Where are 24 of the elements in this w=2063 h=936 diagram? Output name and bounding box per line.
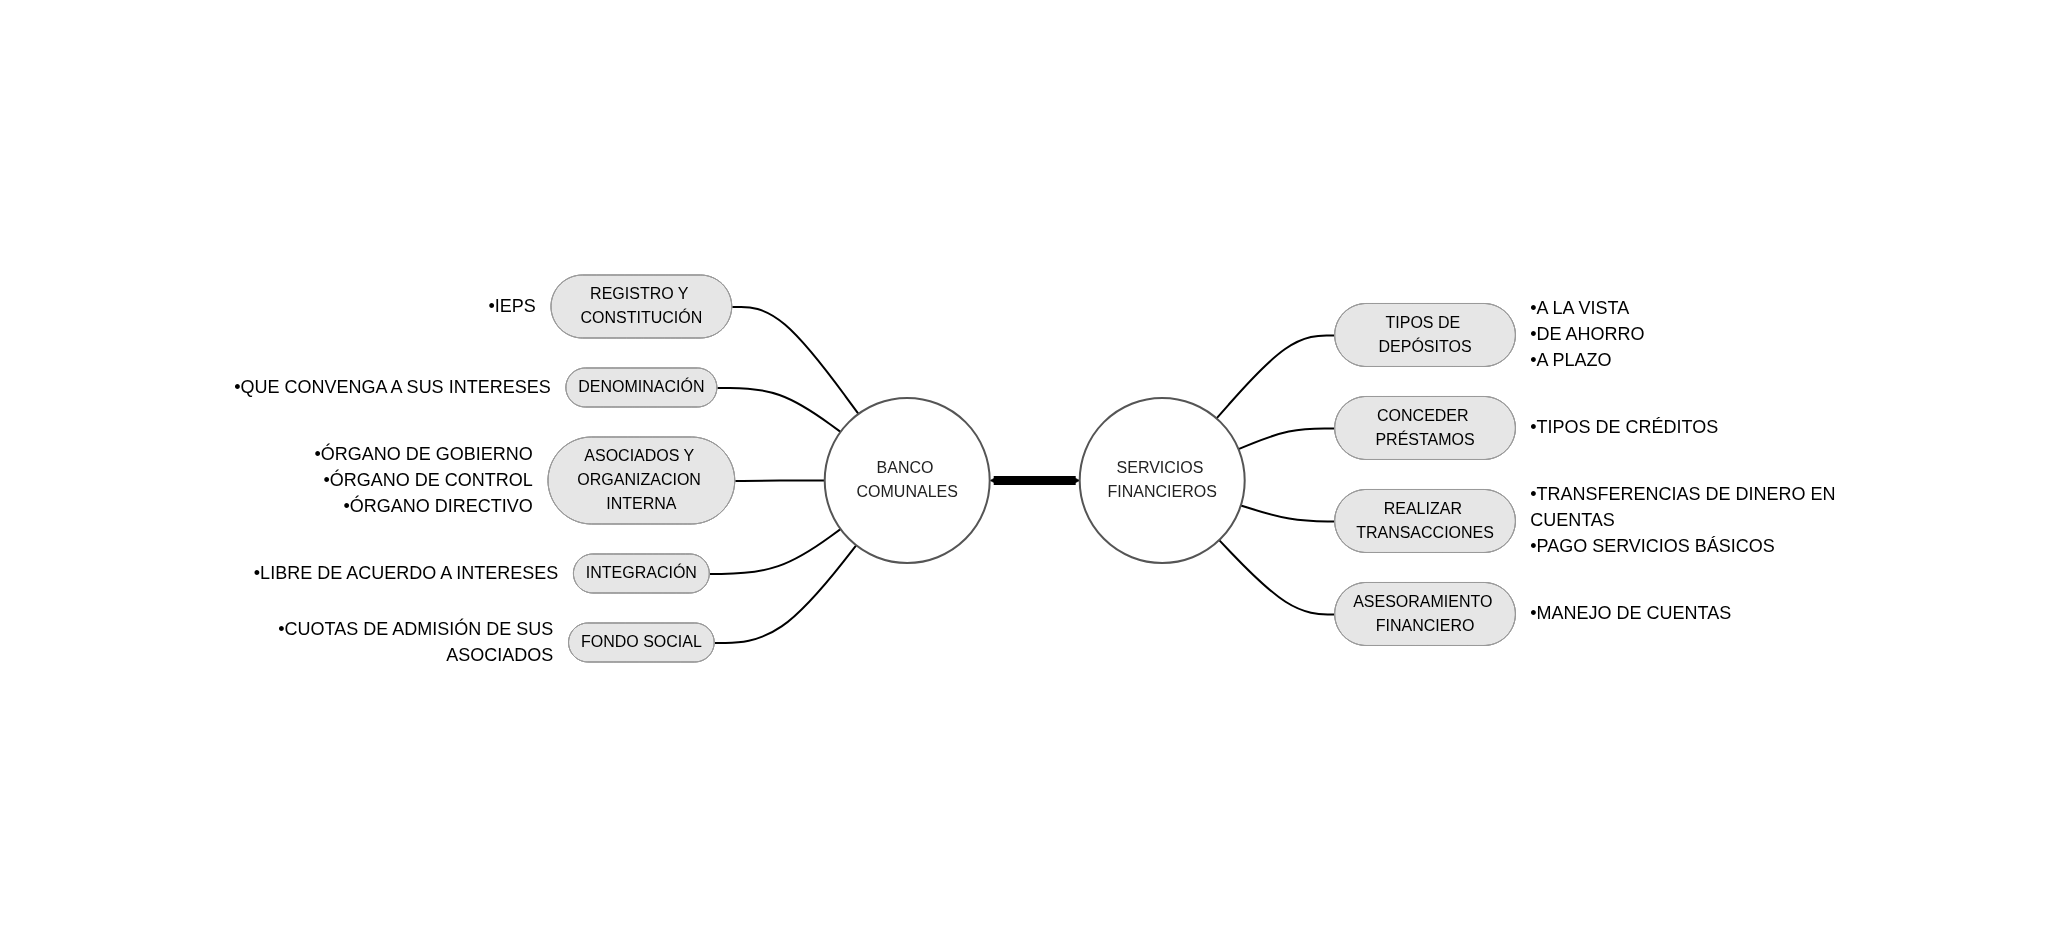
connector (1215, 333, 1336, 419)
connector (1239, 503, 1336, 522)
connector (1217, 538, 1336, 615)
bullet-text: •QUE CONVENGA A SUS INTERESES (234, 376, 551, 399)
node-circle: SERVICIOS FINANCIEROS (1078, 396, 1246, 564)
bullet-text: •MANEJO DE CUENTAS (1530, 602, 1732, 626)
bullet-text: •TRANSFERENCIAS DE DINERO EN CUENTAS (1530, 483, 1837, 533)
bullet-text: •A LA VISTA (1530, 297, 1630, 321)
connector (716, 386, 842, 433)
bullet-text: •PAGO SERVICIOS BÁSICOS (1530, 535, 1775, 559)
bullet-text: •ÓRGANO DIRECTIVO (343, 494, 533, 518)
bullet-text: •LIBRE DE ACUERDO A INTERESES (253, 562, 559, 585)
bullet-text: •CUOTAS DE ADMISIÓN DE SUS ASOCIADOS (277, 617, 554, 667)
bullet-text: •DE AHORRO (1530, 323, 1645, 347)
bullet-text: •A PLAZO (1530, 349, 1612, 373)
bullet-text: •IEPS (488, 295, 536, 318)
bullet-text: •ÓRGANO DE GOBIERNO (314, 442, 533, 466)
node-circle: BANCO COMUNALES (823, 396, 991, 564)
connector (708, 527, 842, 575)
connector (731, 305, 860, 415)
connector (713, 543, 857, 644)
bullet-text: •TIPOS DE CRÉDITOS (1530, 416, 1719, 440)
arrow (989, 475, 1080, 485)
bullet-text: •ÓRGANO DE CONTROL (323, 468, 533, 492)
